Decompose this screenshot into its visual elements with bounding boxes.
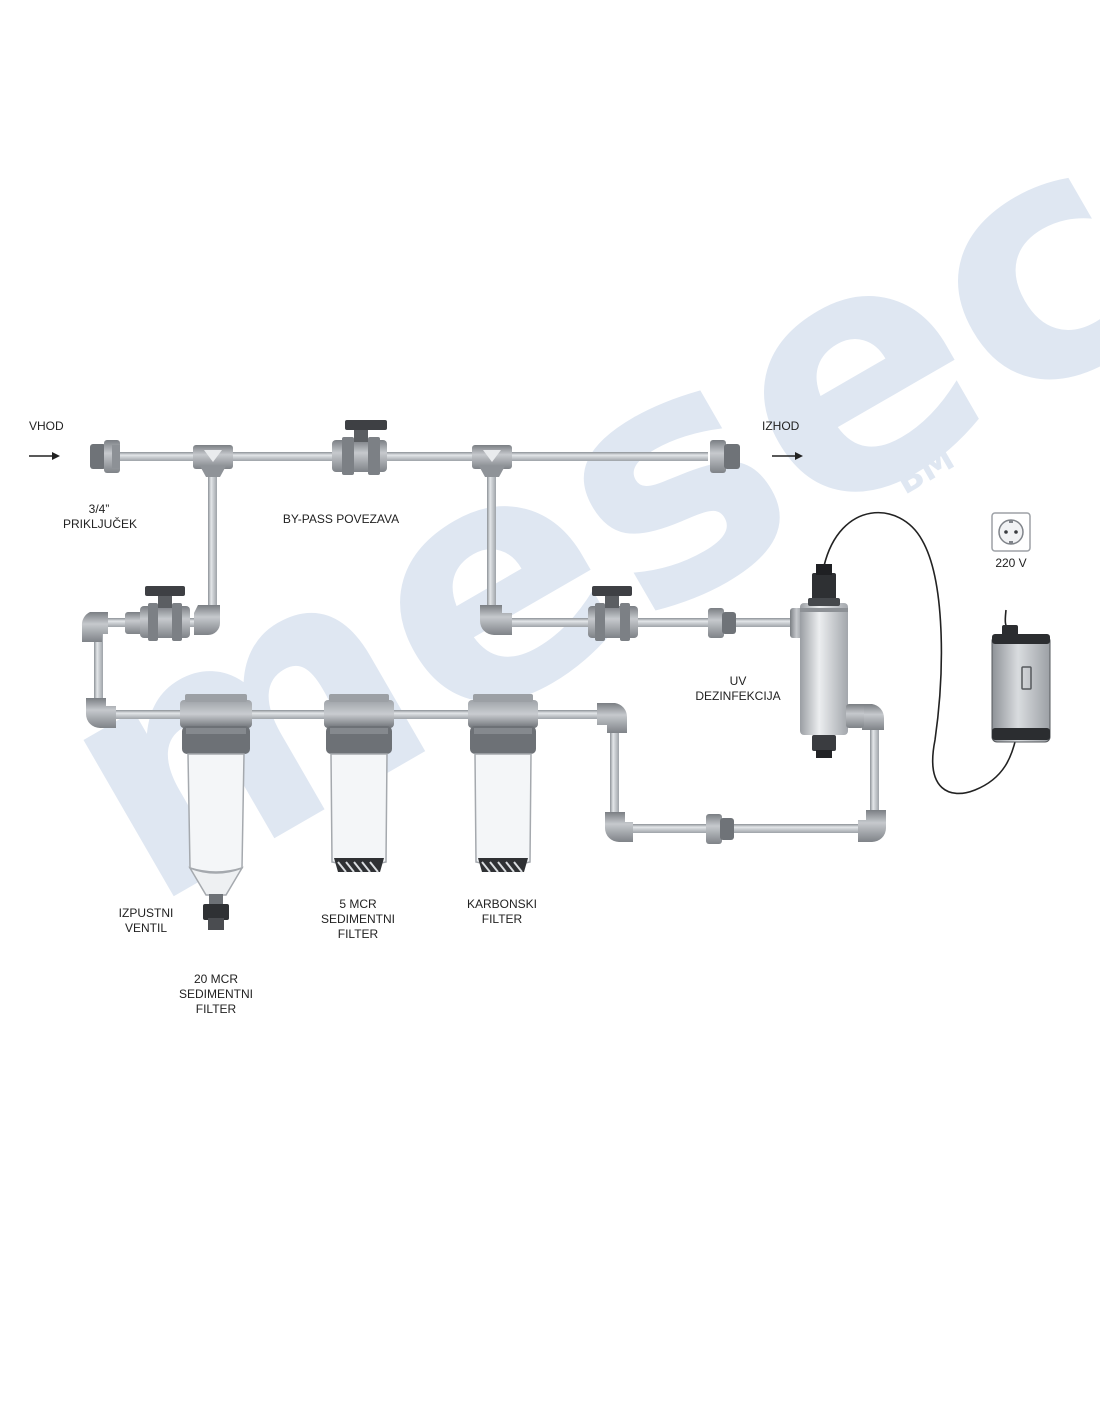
filter-carbon-label: KARBONSKI FILTER — [456, 897, 548, 927]
filter-20-label: 20 MCR SEDIMENTNI FILTER — [170, 972, 262, 1017]
elbows — [81, 605, 886, 842]
filter-5mcr — [324, 694, 394, 873]
power-label: 220 V — [995, 556, 1027, 570]
filter-carbon — [468, 694, 538, 873]
filter-5-label-line: FILTER — [337, 927, 379, 941]
outlet-label: IZHOD — [762, 419, 800, 433]
right-isolation-valve — [588, 586, 638, 641]
connection-label-line: 3/4” — [88, 502, 110, 516]
bypass-valve — [332, 420, 387, 475]
filter-20mcr — [180, 694, 252, 930]
uv-label: UV DEZINFEKCIJA — [690, 674, 786, 704]
arrow-right-icon — [29, 452, 60, 460]
svg-text:mesec: mesec — [0, 53, 1100, 977]
drain-valve-label-line: IZPUSTNI — [118, 906, 174, 920]
filter-carbon-label-line: FILTER — [481, 912, 523, 926]
filter-20-label-line: FILTER — [195, 1002, 237, 1016]
inlet-union — [90, 440, 120, 473]
outlet-union — [710, 440, 740, 473]
tee-right — [472, 445, 512, 477]
drain-valve-label: IZPUSTNI VENTIL — [110, 906, 182, 936]
tee-left — [193, 445, 233, 477]
uv-label-line: UV — [729, 674, 747, 688]
connection-label: 3/4” PRIKLJUČEK — [63, 502, 138, 532]
uv-disinfection-unit — [790, 564, 864, 758]
drain-valve-label-line: VENTIL — [124, 921, 167, 935]
return-union — [706, 814, 734, 844]
uv-inlet-union — [708, 608, 736, 638]
filter-5-label-line: SEDIMENTNI — [320, 912, 395, 926]
filter-5-label-line: 5 MCR — [339, 897, 377, 911]
uv-label-line: DEZINFEKCIJA — [695, 689, 781, 703]
filter-5-label: 5 MCR SEDIMENTNI FILTER — [312, 897, 404, 942]
connection-label-line: PRIKLJUČEK — [63, 517, 138, 531]
watermark-logo: mesec BM — [0, 53, 1100, 977]
uv-ballast-icon — [991, 609, 1051, 743]
inlet-label: VHOD — [29, 419, 64, 433]
left-isolation-valve — [125, 586, 190, 641]
filter-20-label-line: 20 MCR — [193, 972, 238, 986]
power-socket-icon — [991, 512, 1031, 552]
filter-carbon-label-line: KARBONSKI — [466, 897, 538, 911]
arrow-right-icon — [772, 452, 803, 460]
filter-20-label-line: SEDIMENTNI — [178, 987, 253, 1001]
bypass-label: BY-PASS POVEZAVA — [282, 512, 400, 526]
uv-power-cable — [823, 511, 1017, 795]
